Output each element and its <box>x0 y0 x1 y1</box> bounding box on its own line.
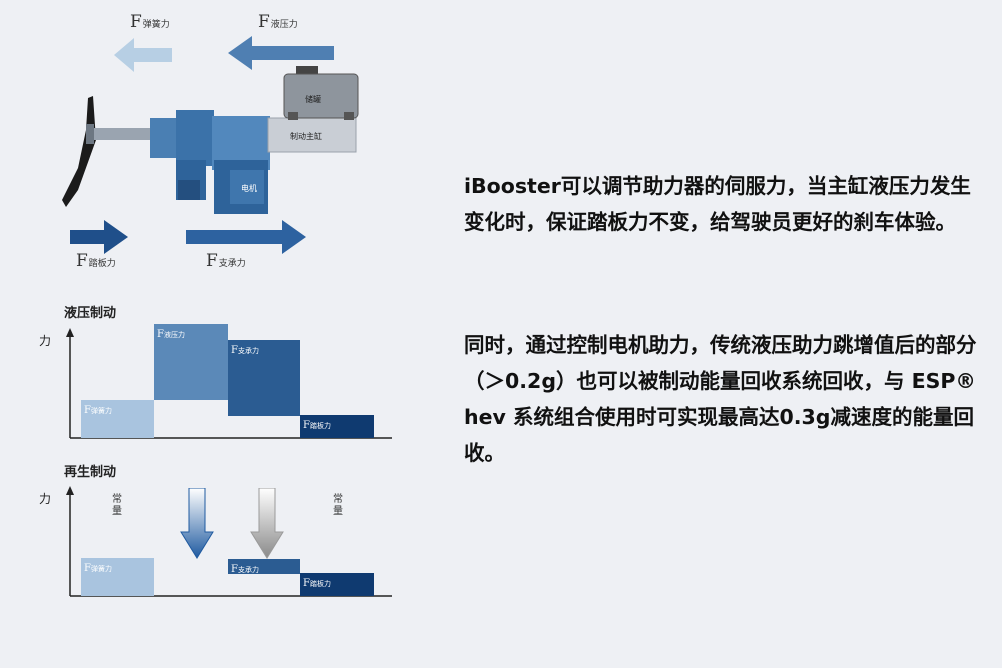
regen-ylabel: 力 <box>39 492 52 506</box>
regen-braking-title: 再生制动 <box>64 465 117 480</box>
reservoir <box>283 73 359 119</box>
support-force-arrow <box>186 220 306 254</box>
description-paragraph-1: iBooster可以调节助力器的伺服力，当主缸液压力发生变化时，保证踏板力不变，… <box>464 174 971 234</box>
regen-bar-label-2: F支承力 <box>231 563 259 575</box>
regen-down-arrow-grey <box>250 488 284 559</box>
push-rod <box>86 128 158 140</box>
hydraulic-chart-axes <box>66 328 392 439</box>
hydraulic-bar-2 <box>154 324 228 400</box>
hydraulic-bar-label-4: F踏板力 <box>303 420 331 432</box>
hydraulic-force-arrow <box>228 36 334 70</box>
hydraulic-bar-4 <box>300 415 374 438</box>
braking-diagram: 储罐 制动主缸 电机 F弹簧力 F液压力 F踏板力 F支承力 液压制动 力 F弹… <box>0 0 430 668</box>
regen-down-arrow-blue <box>180 488 214 559</box>
master-cylinder <box>267 117 357 153</box>
hydraulic-bar-3 <box>228 340 300 416</box>
spring-force-label: F弹簧力 <box>130 12 170 32</box>
reservoir-label: 储罐 <box>305 95 321 104</box>
pedal-force-label: F踏板力 <box>76 251 116 271</box>
spring-force-arrow <box>114 38 172 72</box>
regen-bar-1 <box>81 558 154 596</box>
regen-bar-label-3: F踏板力 <box>303 578 331 590</box>
master-cylinder-label: 制动主缸 <box>290 132 322 141</box>
support-force-label: F支承力 <box>206 251 246 271</box>
brake-pedal <box>62 96 96 207</box>
hydraulic-bar-label-1: F弹簧力 <box>84 405 112 416</box>
booster-body <box>150 118 180 158</box>
hydraulic-bar-1 <box>81 400 154 438</box>
motor-label: 电机 <box>241 184 257 193</box>
pedal-force-arrow <box>70 220 128 254</box>
constant-marker-2: 常量 <box>333 494 343 517</box>
regen-bar-2 <box>228 558 300 574</box>
booster-mechanism-illustration <box>62 36 359 254</box>
hydraulic-bar-label-2: F液压力 <box>157 329 185 340</box>
hydraulic-bar-label-3: F支承力 <box>231 345 259 356</box>
constant-marker-1: 常量 <box>112 494 122 517</box>
hydraulic-ylabel: 力 <box>39 334 52 348</box>
hydraulic-force-label: F液压力 <box>258 12 298 32</box>
hydraulic-braking-title: 液压制动 <box>64 306 117 321</box>
description-paragraph-2: 同时，通过控制电机助力，传统液压助力跳增值后的部分（＞0.2g）也可以被制动能量… <box>464 333 977 465</box>
regen-bar-3 <box>300 573 374 596</box>
regen-bar-label-1: F弹簧力 <box>84 563 112 574</box>
regen-chart-axes <box>66 486 392 597</box>
